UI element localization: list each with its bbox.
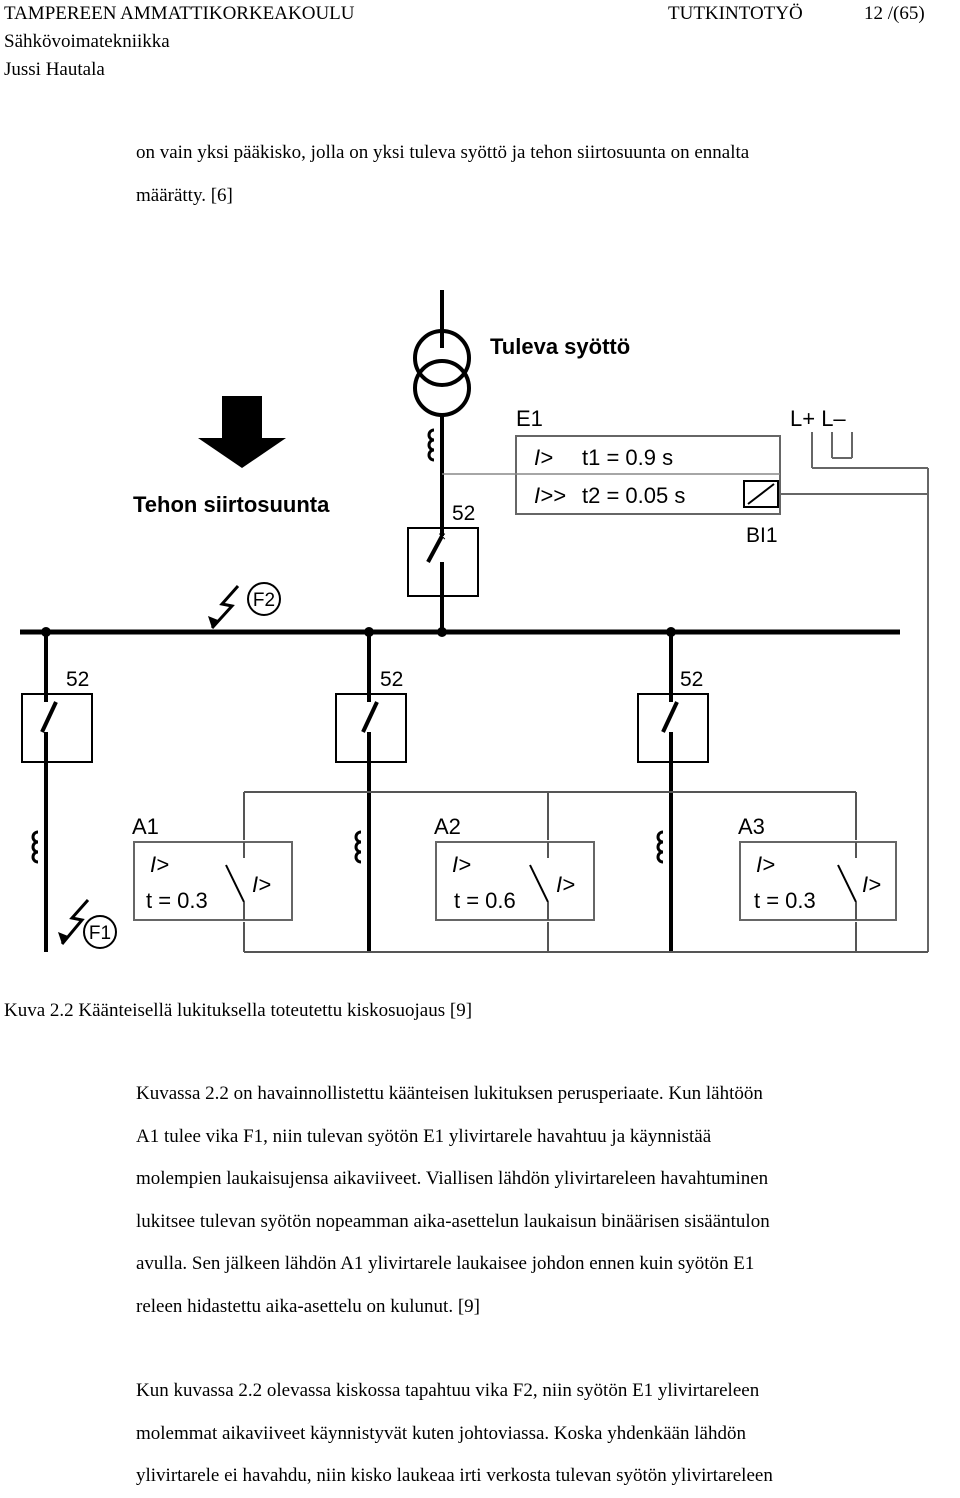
transformer-winding-lower bbox=[413, 359, 471, 417]
breaker-label: 52 bbox=[452, 502, 475, 525]
current-transformer-icon bbox=[354, 830, 362, 864]
binary-input-icon bbox=[743, 480, 779, 508]
relay-a2-function: I> bbox=[452, 852, 471, 877]
paragraph-line: molempien laukaisujensa aikaviiveet. Via… bbox=[136, 1168, 769, 1189]
outgoing-feeder-a2: 52 bbox=[335, 627, 407, 952]
breaker-label: 52 bbox=[380, 668, 403, 691]
relay-a1-output: I> bbox=[252, 872, 271, 897]
paragraph-line: A1 tulee vika F1, niin tulevan syötön E1… bbox=[136, 1125, 712, 1147]
outgoing-feeder-a3: 52 bbox=[637, 627, 709, 952]
paragraph-line: ylivirtarele ei havahdu, niin kisko lauk… bbox=[136, 1465, 773, 1486]
header-page-number: 12 /(65) bbox=[864, 3, 925, 24]
relay-e1-stage2-setting: t2 = 0.05 s bbox=[582, 483, 685, 508]
transformer-winding-upper bbox=[413, 329, 471, 387]
current-transformer-icon bbox=[656, 830, 664, 864]
relay-a1-name: A1 bbox=[132, 814, 159, 839]
relay-a3: A3 I> t = 0.3 I> bbox=[738, 814, 897, 921]
header-institution: TAMPEREEN AMMATTIKORKEAKOULU bbox=[4, 3, 355, 24]
relay-e1-name: E1 bbox=[516, 406, 543, 431]
paragraph-2: Kun kuvassa 2.2 olevassa kiskossa tapaht… bbox=[136, 1370, 960, 1498]
current-transformer-icon bbox=[427, 428, 435, 462]
current-transformer-icon bbox=[31, 830, 39, 864]
intro-line: määrätty. [6] bbox=[136, 184, 233, 206]
breaker-label: 52 bbox=[66, 668, 89, 691]
fault-f2-label: F2 bbox=[253, 590, 275, 611]
breaker-label: 52 bbox=[680, 668, 703, 691]
relay-a3-time: t = 0.3 bbox=[754, 888, 816, 913]
relay-e1-stage1-setting: t1 = 0.9 s bbox=[582, 445, 673, 470]
incoming-circuit-breaker: × 52 bbox=[407, 502, 479, 597]
relay-e1-stage1-function: I> bbox=[534, 445, 553, 470]
figure-caption: Kuva 2.2 Käänteisellä lukituksella toteu… bbox=[4, 1000, 473, 1021]
paragraph-line: Kuvassa 2.2 on havainnollistettu kääntei… bbox=[136, 1083, 763, 1104]
relay-a3-output: I> bbox=[862, 872, 881, 897]
relay-a1-time: t = 0.3 bbox=[146, 888, 208, 913]
intro-line: on vain yksi pääkisko, jolla on yksi tul… bbox=[136, 142, 750, 163]
relay-a2-name: A2 bbox=[434, 814, 461, 839]
relay-e1-stage2-function: I>> bbox=[534, 483, 566, 508]
incoming-feeder bbox=[413, 290, 471, 637]
outgoing-feeder-a1: 52 F1 bbox=[21, 627, 117, 952]
svg-text:×: × bbox=[438, 528, 446, 544]
relay-a1: A1 I> t = 0.3 I> bbox=[132, 814, 293, 921]
power-direction-arrow-icon bbox=[198, 396, 286, 468]
paragraph-line: releen hidastettu aika-asettelu on kulun… bbox=[136, 1295, 480, 1317]
header-author: Jussi Hautala bbox=[4, 59, 105, 80]
binary-input-label: BI1 bbox=[746, 524, 778, 547]
relay-a3-function: I> bbox=[756, 852, 775, 877]
incoming-feed-label: Tuleva syöttö bbox=[490, 334, 630, 359]
header-department: Sähkövoimatekniikka bbox=[4, 31, 170, 52]
blocking-signal-wiring bbox=[243, 791, 928, 953]
fault-f1-label: F1 bbox=[89, 923, 111, 944]
auxiliary-supply-label: L+ L– bbox=[790, 406, 846, 431]
relay-a2-output: I> bbox=[556, 872, 575, 897]
paragraph-line: lukitsee tulevan syötön nopeamman aika-a… bbox=[136, 1210, 770, 1232]
paragraph-line: avulla. Sen jälkeen lähdön A1 ylivirtare… bbox=[136, 1253, 755, 1274]
relay-a2: A2 I> t = 0.6 I> bbox=[434, 814, 595, 921]
intro-paragraph: on vain yksi pääkisko, jolla on yksi tul… bbox=[136, 132, 960, 217]
busbar-protection-diagram: Tuleva syöttö Tehon siirtosuunta E1 I> t… bbox=[20, 290, 929, 953]
paragraph-line: Kun kuvassa 2.2 olevassa kiskossa tapaht… bbox=[136, 1380, 760, 1401]
header-doc-type: TUTKINTOTYÖ bbox=[668, 3, 803, 24]
relay-e1: E1 I> t1 = 0.9 s I>> t2 = 0.05 s BI1 L+ … bbox=[442, 406, 929, 952]
relay-a3-name: A3 bbox=[738, 814, 765, 839]
fault-f2-marker: F2 bbox=[208, 582, 281, 630]
relay-a1-function: I> bbox=[150, 852, 169, 877]
power-direction-label: Tehon siirtosuunta bbox=[133, 492, 330, 517]
paragraph-1: Kuvassa 2.2 on havainnollistettu kääntei… bbox=[136, 1073, 960, 1328]
paragraph-line: molemmat aikaviiveet käynnistyvät kuten … bbox=[136, 1422, 746, 1444]
relay-a2-time: t = 0.6 bbox=[454, 888, 516, 913]
